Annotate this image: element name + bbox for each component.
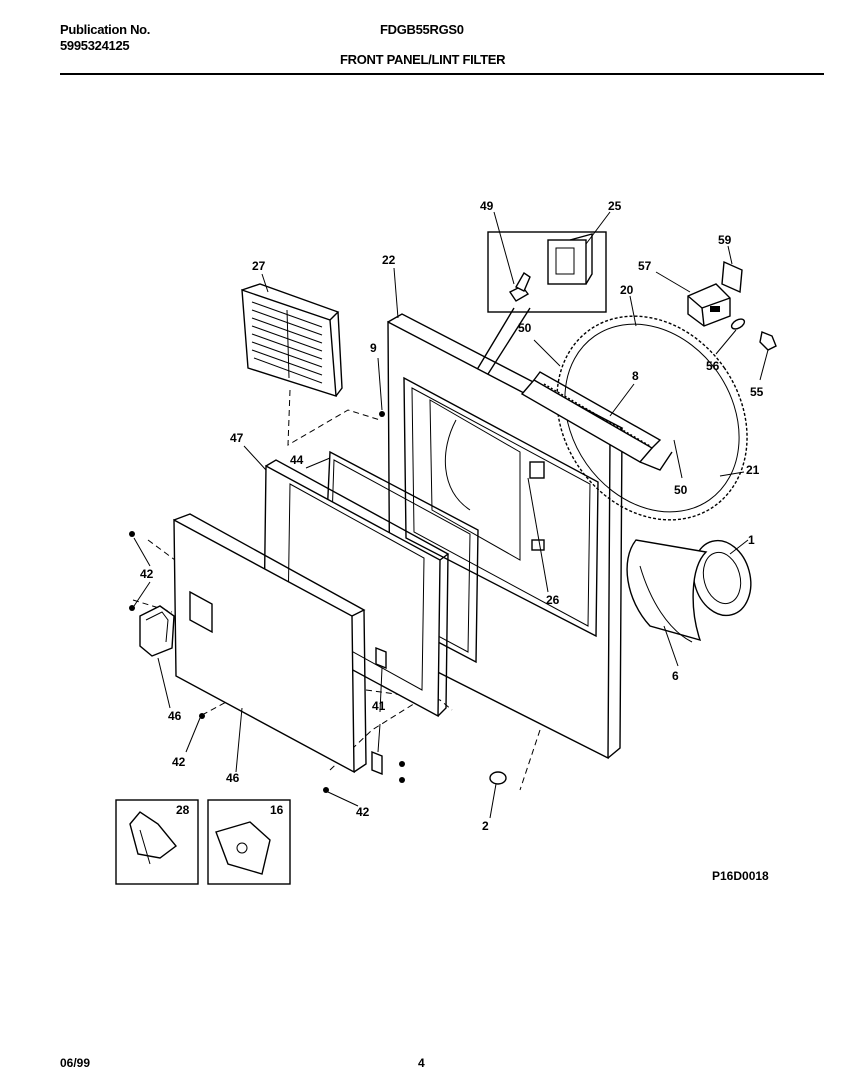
part-2-foot	[489, 771, 507, 785]
callout-59: 59	[718, 233, 732, 247]
callout-6: 6	[672, 669, 679, 683]
part-42-screws	[129, 531, 405, 793]
part-20-21-seal-ring	[556, 315, 748, 521]
callout-55: 55	[750, 385, 764, 399]
part-47-inner-panel	[263, 459, 450, 718]
callout-44: 44	[290, 453, 304, 467]
callout-20: 20	[620, 283, 634, 297]
callout-21: 21	[746, 463, 760, 477]
callout-49: 49	[480, 199, 494, 213]
callout-57: 57	[638, 259, 652, 273]
drawing-code: P16D0018	[712, 869, 769, 883]
part-25-switch	[547, 233, 593, 285]
callout-2: 2	[482, 819, 489, 833]
part-26-latch	[531, 539, 545, 551]
callout-25: 25	[608, 199, 622, 213]
section-title: FRONT PANEL/LINT FILTER	[340, 52, 506, 67]
part-46-door-panel	[173, 513, 367, 774]
callout-56: 56	[706, 359, 720, 373]
footer-date: 06/99	[60, 1056, 91, 1070]
part-59-plate	[721, 260, 743, 294]
footer-page-number: 4	[418, 1056, 425, 1070]
callout-9: 9	[370, 341, 377, 355]
part-56-bulb	[730, 318, 746, 330]
part-1-duct-ring	[692, 539, 752, 617]
callout-42-bottom-left: 42	[172, 755, 186, 769]
callout-46-door: 46	[226, 771, 240, 785]
part-57-block	[687, 283, 731, 327]
part-49-knob	[508, 272, 531, 302]
callout-22: 22	[382, 253, 396, 267]
callout-1: 1	[748, 533, 755, 547]
callout-8: 8	[632, 369, 639, 383]
part-55-socket	[759, 331, 777, 351]
part-41-hinge	[371, 750, 383, 776]
callout-50-top: 50	[518, 321, 532, 335]
callout-27: 27	[252, 259, 266, 273]
part-6-duct	[626, 539, 708, 643]
inset-box-28	[115, 799, 199, 885]
callout-42-left: 42	[140, 567, 154, 581]
callout-42-bottom: 42	[356, 805, 370, 819]
part-46-handle	[139, 605, 175, 657]
callout-labels: 49 25 59 27 22 57 20 50 9 8 56 55 47 44 …	[140, 199, 769, 883]
publication-label: Publication No.	[60, 22, 151, 37]
callout-16: 16	[270, 803, 284, 817]
part-8-lint-filter	[520, 371, 673, 471]
inset-box-16	[207, 799, 291, 885]
callout-46-handle: 46	[168, 709, 182, 723]
callout-47: 47	[230, 431, 244, 445]
callout-26: 26	[546, 593, 560, 607]
callout-41: 41	[372, 699, 386, 713]
header-rule	[60, 73, 824, 75]
leader-lines	[133, 211, 769, 819]
part-27-grille	[241, 283, 343, 397]
callout-50-bottom: 50	[674, 483, 688, 497]
callout-28: 28	[176, 803, 190, 817]
publication-number: 5995324125	[60, 38, 130, 53]
model-number: FDGB55RGS0	[380, 22, 464, 37]
